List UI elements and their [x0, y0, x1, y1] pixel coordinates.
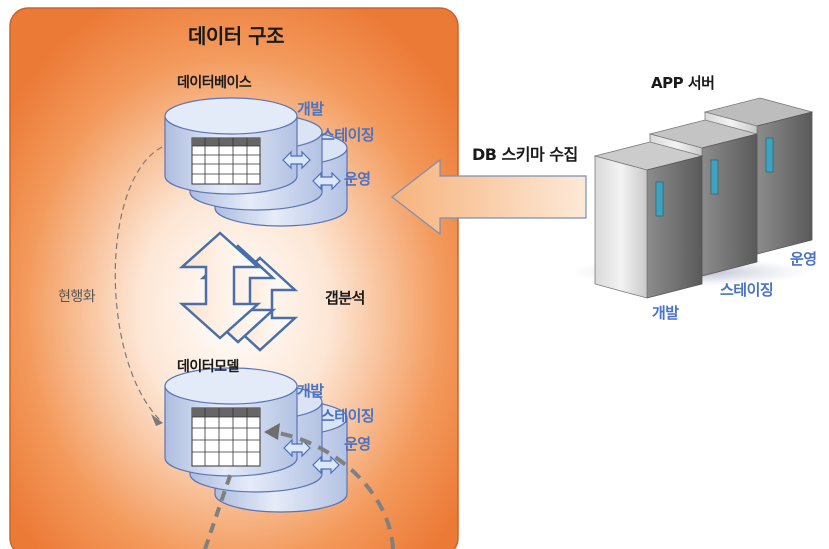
- incoming-arrowhead: [264, 423, 280, 440]
- server-env-staging: 스테이징: [720, 281, 774, 299]
- model-sync-arrow-1: [283, 438, 311, 458]
- panel-title: 데이터 구조: [188, 24, 284, 48]
- database-env-dev: 개발: [297, 100, 324, 118]
- gap-analysis-arrows: [178, 231, 299, 352]
- model-env-dev: 개발: [297, 382, 324, 400]
- database-cylinders: [164, 97, 348, 227]
- gap-analysis-label: 갭분석: [325, 289, 365, 307]
- app-servers: [570, 97, 814, 299]
- app-server-title: APP 서버: [651, 74, 715, 92]
- db-sync-arrow-1: [282, 150, 311, 170]
- model-env-ops: 운영: [344, 435, 371, 453]
- server-env-dev: 개발: [652, 304, 679, 322]
- database-env-staging: 스테이징: [321, 126, 375, 144]
- incoming-curve-left: [203, 469, 234, 549]
- data-model-title: 데이터모델: [177, 359, 239, 375]
- server-env-ops: 운영: [790, 250, 817, 268]
- model-env-staging: 스테이징: [321, 407, 375, 425]
- database-env-ops: 운영: [344, 170, 371, 188]
- schema-collect-label: DB 스키마 수집: [472, 145, 578, 164]
- sync-dashed-line: [114, 146, 163, 421]
- model-sync-arrow-2: [312, 455, 340, 475]
- sync-arrowhead: [151, 414, 163, 426]
- db-sync-arrow-2: [312, 171, 341, 191]
- database-title: 데이터베이스: [177, 75, 252, 91]
- data-model-cylinders: [164, 367, 348, 513]
- sync-label: 현행화: [58, 289, 96, 305]
- incoming-curve-right: [271, 430, 395, 549]
- schema-collect-arrow: [391, 158, 587, 236]
